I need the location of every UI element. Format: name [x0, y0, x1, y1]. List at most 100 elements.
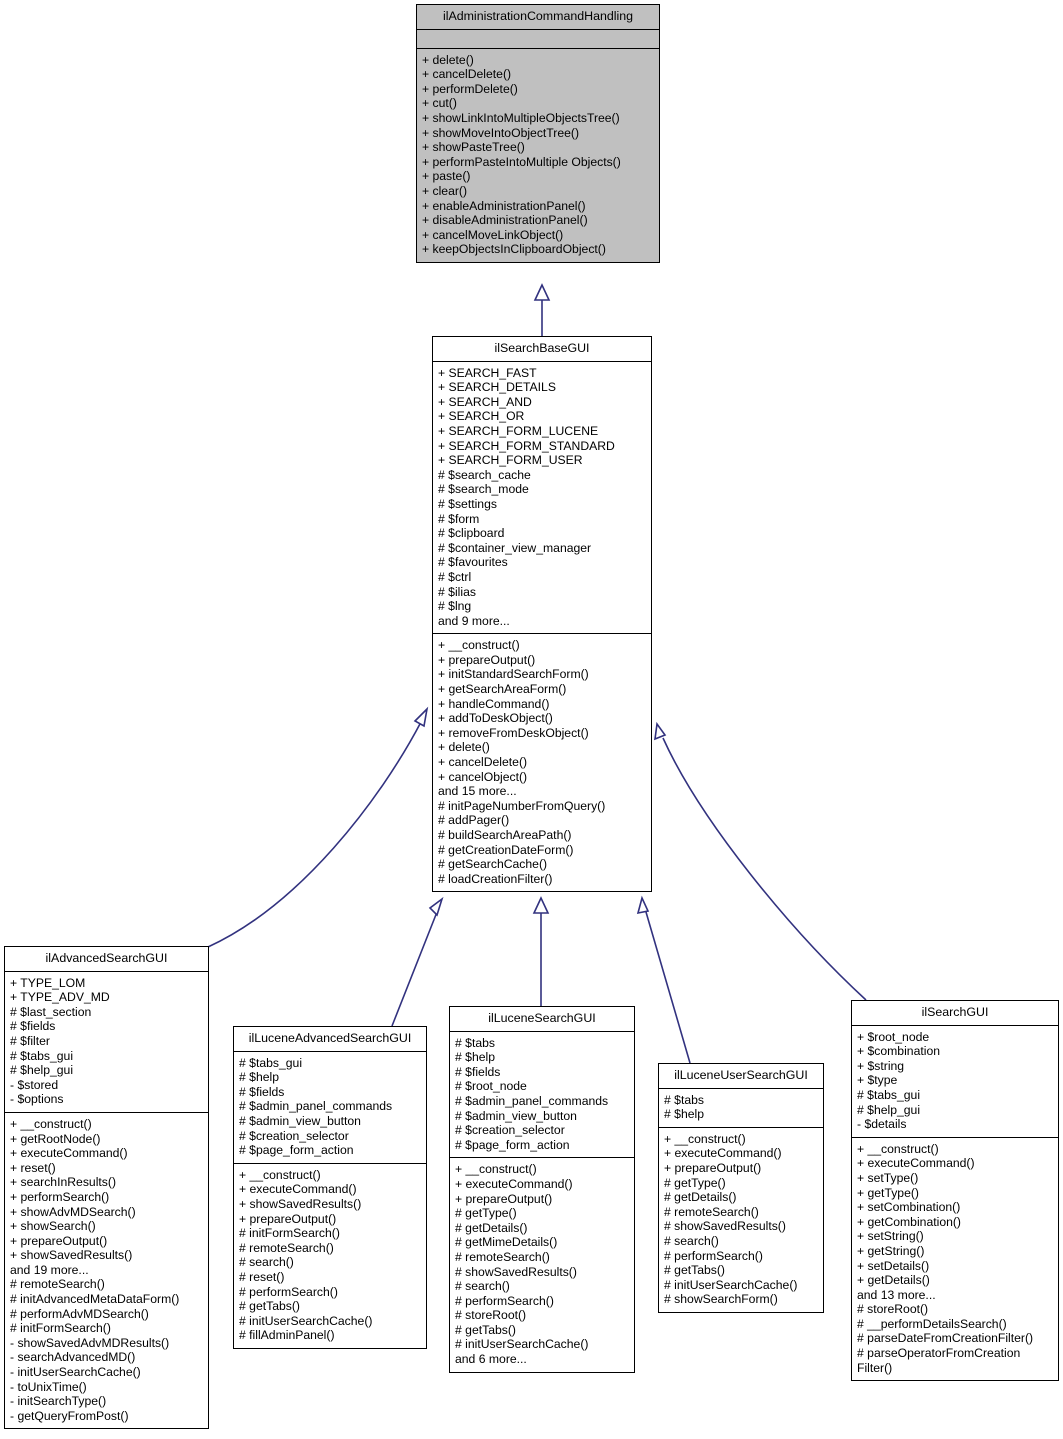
- attribute: # $search_cache: [438, 467, 531, 482]
- class-operations: + delete() + cancelDelete() + performDel…: [417, 49, 659, 262]
- operation: + executeCommand(): [664, 1146, 782, 1161]
- attribute: # $fields: [10, 1019, 56, 1034]
- attribute: + SEARCH_FAST: [438, 365, 537, 380]
- operation: + prepareOutput(): [10, 1233, 108, 1248]
- attribute: # $tabs: [455, 1035, 495, 1050]
- attribute: # $page_form_action: [239, 1143, 354, 1158]
- attribute: + SEARCH_FORM_STANDARD: [438, 438, 615, 453]
- operation-more: and 6 more...: [455, 1352, 527, 1367]
- edge-lucenesearchgui-to-searchbasegui: [532, 896, 550, 1006]
- operation: # initUserSearchCache(): [455, 1337, 589, 1352]
- operation: # fillAdminPanel(): [239, 1328, 335, 1343]
- attribute: # $fields: [455, 1064, 501, 1079]
- operation-more: and 19 more...: [10, 1262, 89, 1277]
- attribute: # $creation_selector: [239, 1128, 349, 1143]
- attribute: # $ctrl: [438, 569, 472, 584]
- operation: + searchInResults(): [10, 1175, 117, 1190]
- operation: + setType(): [857, 1170, 919, 1185]
- operation: + addToDeskObject(): [438, 711, 553, 726]
- attribute: + TYPE_LOM: [10, 975, 86, 990]
- operation: # remoteSearch(): [664, 1204, 759, 1219]
- class-box-iladministrationcommandhandling[interactable]: ilAdministrationCommandHandling + delete…: [416, 4, 660, 263]
- operation: + __construct(): [455, 1162, 537, 1177]
- attribute: # $clipboard: [438, 526, 505, 541]
- attribute-more: and 9 more...: [438, 613, 510, 628]
- operation: + prepareOutput(): [455, 1191, 553, 1206]
- class-box-iladvancedsearchgui[interactable]: ilAdvancedSearchGUI + TYPE_LOM + TYPE_AD…: [4, 946, 209, 1430]
- class-operations: + __construct() + executeCommand() + pre…: [450, 1158, 634, 1371]
- operation: + getCombination(): [857, 1214, 961, 1229]
- class-attributes: # $tabs_gui # $help # $fields # $admin_p…: [234, 1052, 426, 1164]
- class-attributes: + TYPE_LOM + TYPE_ADV_MD # $last_section…: [5, 972, 208, 1113]
- edge-searchbasegui-to-admincommandhandling: [533, 283, 551, 336]
- attribute: # $tabs_gui: [239, 1055, 303, 1070]
- attribute: + SEARCH_DETAILS: [438, 380, 556, 395]
- attribute: # $help: [664, 1107, 704, 1122]
- attribute: # $admin_panel_commands: [455, 1093, 609, 1108]
- operation: # performSearch(): [455, 1293, 554, 1308]
- operation: # getSearchCache(): [438, 857, 548, 872]
- operation: + performSearch(): [10, 1189, 110, 1204]
- operation: + removeFromDeskObject(): [438, 725, 589, 740]
- attribute: - $stored: [10, 1077, 59, 1092]
- operation: # showSavedResults(): [455, 1264, 577, 1279]
- operation: # buildSearchAreaPath(): [438, 828, 572, 842]
- operation: + getSearchAreaForm(): [438, 682, 567, 697]
- attribute: # $lng: [438, 599, 472, 614]
- operation: # performAdvMDSearch(): [10, 1306, 149, 1321]
- class-box-illucenesearchgui[interactable]: ilLuceneSearchGUI # $tabs # $help # $fie…: [449, 1006, 635, 1373]
- operation: + prepareOutput(): [664, 1160, 762, 1175]
- operation: + getRootNode(): [10, 1131, 101, 1146]
- operation: # initUserSearchCache(): [239, 1313, 373, 1328]
- attribute: # $tabs_gui: [857, 1087, 921, 1102]
- operation: # addPager(): [438, 813, 510, 828]
- operation: # initUserSearchCache(): [664, 1277, 798, 1292]
- operation: - initSearchType(): [10, 1394, 107, 1409]
- class-box-illuceneusersearchgui[interactable]: ilLuceneUserSearchGUI # $tabs # $help + …: [658, 1063, 824, 1313]
- operation: # getTabs(): [664, 1263, 725, 1278]
- operation: # reset(): [239, 1269, 285, 1284]
- operation: + executeCommand(): [455, 1176, 573, 1191]
- operation: + keepObjectsInClipboardObject(): [422, 242, 606, 257]
- class-box-ilsearchgui[interactable]: ilSearchGUI + $root_node + $combination …: [851, 1000, 1059, 1382]
- operation: + getType(): [857, 1185, 919, 1200]
- operation: # getDetails(): [455, 1220, 528, 1235]
- class-operations: + __construct() + getRootNode() + execut…: [5, 1113, 208, 1428]
- operation: + __construct(): [664, 1131, 746, 1146]
- operation: # performSearch(): [664, 1248, 763, 1263]
- operation: # getTabs(): [455, 1322, 516, 1337]
- operation: - showSavedAdvMDResults(): [10, 1335, 170, 1350]
- class-box-illuceneadvancedsearchgui[interactable]: ilLuceneAdvancedSearchGUI # $tabs_gui # …: [233, 1026, 427, 1349]
- operation: + setString(): [857, 1229, 924, 1244]
- operation: + showMoveIntoObjectTree(): [422, 125, 580, 140]
- operation: + executeCommand(): [857, 1156, 975, 1171]
- operation: + paste(): [422, 169, 471, 184]
- edge-luceneadvancedsearchgui-to-searchbasegui: [391, 896, 444, 1027]
- operation: # search(): [455, 1279, 510, 1294]
- attribute: # $creation_selector: [455, 1123, 565, 1138]
- operation: + showLinkIntoMultipleObjectsTree(): [422, 110, 620, 125]
- attribute: # $settings: [438, 496, 497, 511]
- attribute: + $string: [857, 1058, 905, 1073]
- attribute: + $root_node: [857, 1029, 930, 1044]
- class-box-ilsearchbasegui[interactable]: ilSearchBaseGUI + SEARCH_FAST + SEARCH_D…: [432, 336, 652, 893]
- attribute: # $tabs: [664, 1092, 704, 1107]
- class-attributes: [417, 30, 659, 49]
- attribute: # $container_view_manager: [438, 540, 592, 555]
- attribute: + $combination: [857, 1044, 940, 1059]
- edge-luceneusersearchgui-to-searchbasegui: [636, 895, 691, 1064]
- operation: + delete(): [438, 740, 490, 755]
- operation: + handleCommand(): [438, 696, 550, 711]
- class-title: ilLuceneUserSearchGUI: [659, 1064, 823, 1089]
- operation: - initUserSearchCache(): [10, 1365, 141, 1380]
- attribute: # $page_form_action: [455, 1137, 570, 1152]
- class-title: ilAdministrationCommandHandling: [417, 5, 659, 30]
- operation: + showSavedResults(): [10, 1248, 133, 1263]
- operation: + showAdvMDSearch(): [10, 1204, 136, 1219]
- operation: + performPasteIntoMultiple Objects(): [422, 154, 621, 169]
- operation: # parseDateFromCreationFilter(): [857, 1331, 1034, 1346]
- operation: + __construct(): [857, 1141, 939, 1156]
- operation: # search(): [239, 1255, 294, 1270]
- operation: - getQueryFromPost(): [10, 1408, 129, 1423]
